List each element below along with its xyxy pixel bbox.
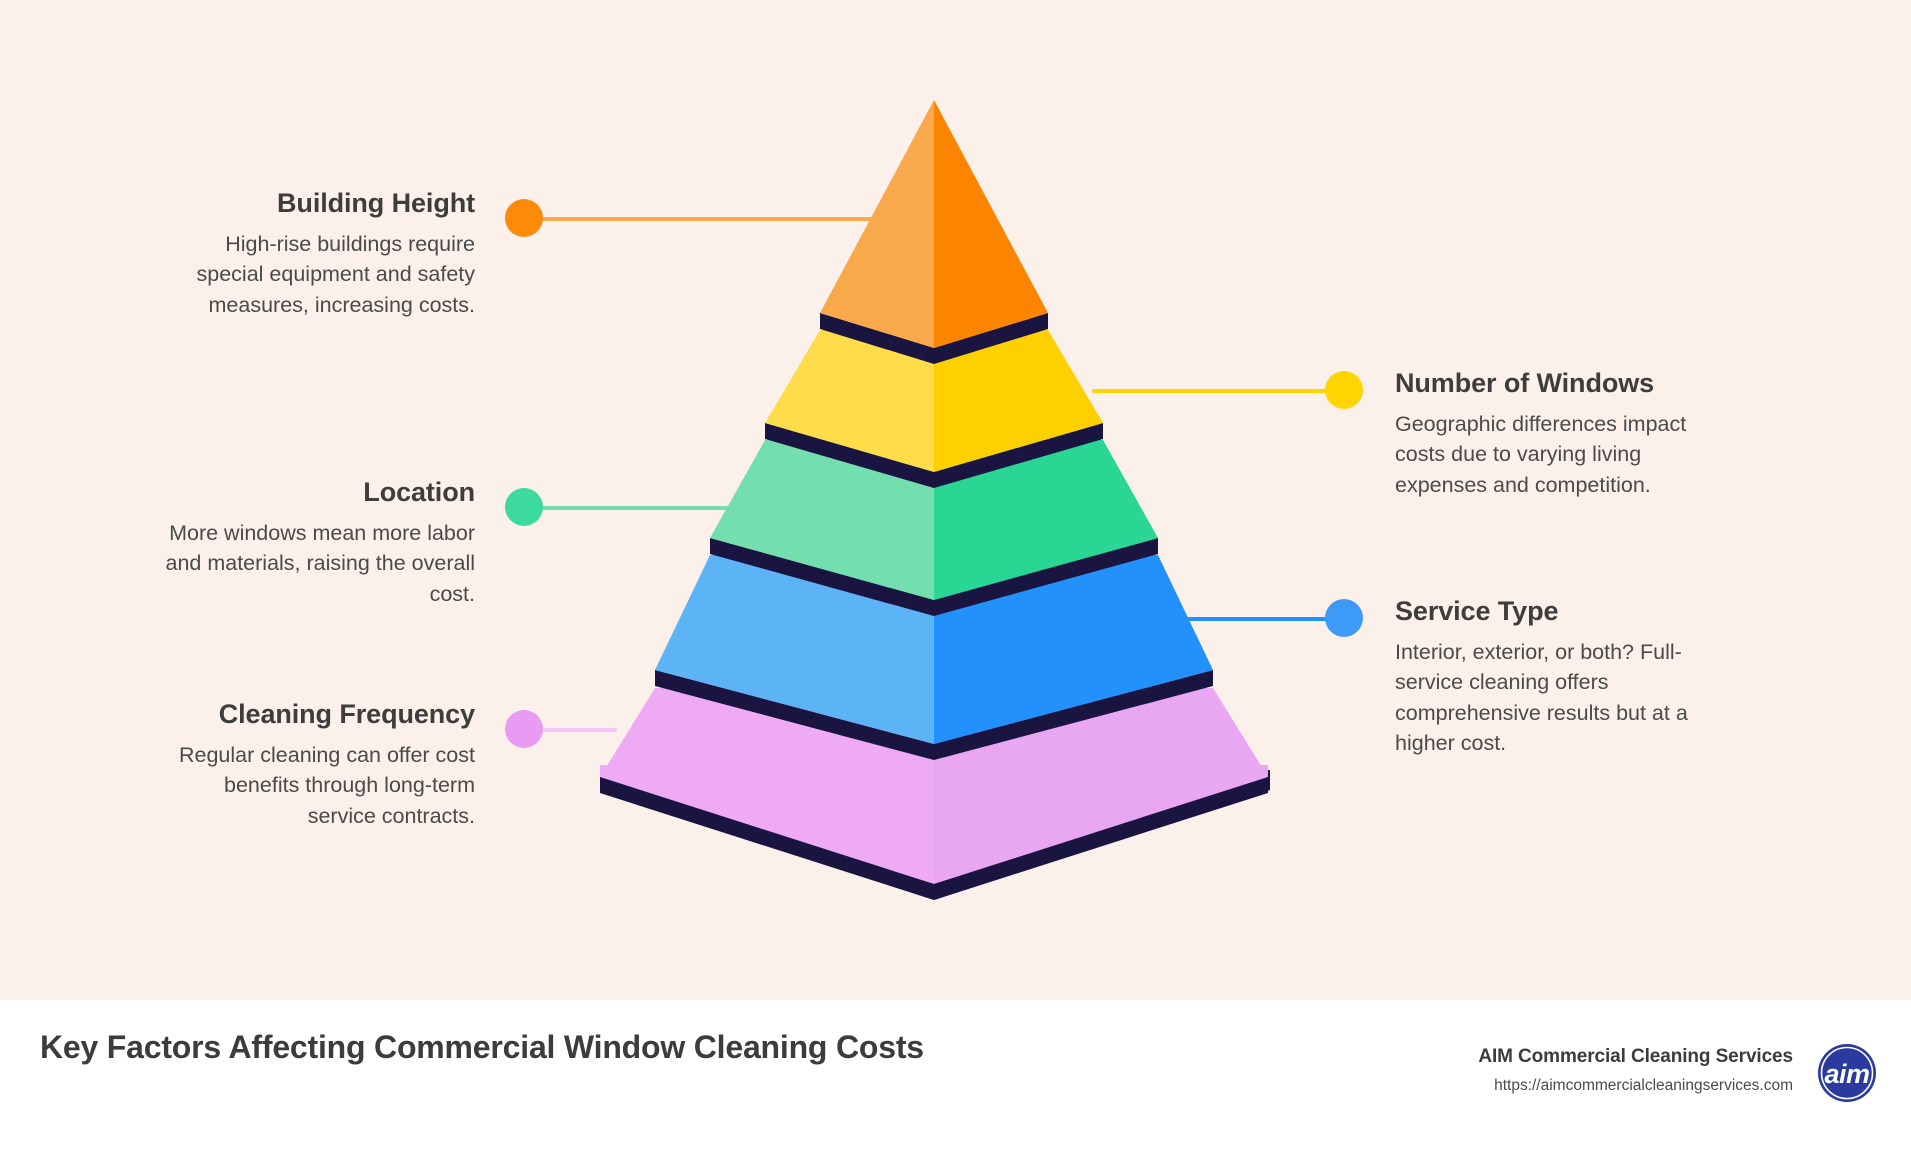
connector-dot-cleaning-frequency[interactable] [505, 710, 543, 748]
tier-yellow-left-face [765, 330, 934, 472]
separator-1b [934, 313, 1048, 364]
callout-title-number-of-windows: Number of Windows [1395, 368, 1655, 398]
separator-1 [820, 313, 934, 364]
connector-line-cleaning-frequency [531, 728, 617, 732]
page-title: Key Factors Affecting Commercial Window … [40, 1029, 924, 1065]
callout-description-building-height: High-rise buildings require special equi… [196, 231, 475, 317]
callout-number-of-windows: Number of Windows Geographic differences… [1395, 368, 1705, 500]
callout-location: Location More windows mean more labor an… [165, 477, 475, 609]
brand-block: AIM Commercial Cleaning Services https:/… [1363, 1045, 1793, 1097]
tier-blue-right-face [934, 555, 1213, 744]
svg-text:aim: aim [1824, 1059, 1869, 1089]
pyramid-tier-number-of-windows [765, 330, 1103, 472]
pyramid-canvas: Building Height High-rise buildings requ… [0, 0, 1911, 1000]
callout-building-height: Building Height High-rise buildings requ… [165, 188, 476, 320]
callout-description-service-type: Interior, exterior, or both? Full-servic… [1395, 639, 1688, 756]
callout-description-number-of-windows: Geographic differences impact costs due … [1395, 411, 1687, 497]
tier-green-right-face [934, 440, 1158, 600]
separator-2 [765, 423, 934, 488]
footer-bar: Key Factors Affecting Commercial Window … [0, 1000, 1911, 1160]
connector-dot-building-height[interactable] [505, 199, 543, 237]
separator-3b [934, 538, 1158, 616]
brand-url[interactable]: https://aimcommercialcleaningservices.co… [1494, 1076, 1793, 1094]
tier-blue-left-face [655, 555, 934, 744]
tier-yellow-right-face [934, 330, 1103, 472]
connector-line-building-height [531, 217, 885, 221]
callout-cleaning-frequency: Cleaning Frequency Regular cleaning can … [165, 699, 475, 831]
pyramid-tier-location [710, 440, 1158, 600]
separator-3 [710, 538, 934, 616]
tier-apex-right-face [934, 100, 1048, 348]
callout-title-cleaning-frequency: Cleaning Frequency [218, 699, 475, 729]
pyramid-tier-service-type [655, 555, 1213, 744]
separator-4b [934, 670, 1213, 760]
tier-apex-left-face [820, 100, 934, 348]
brand-name: AIM Commercial Cleaning Services [1478, 1046, 1793, 1067]
connector-dot-location[interactable] [505, 488, 543, 526]
connector-dot-number-of-windows[interactable] [1325, 371, 1363, 409]
pyramid-diagram [600, 100, 1270, 900]
pyramid-tier-building-height [820, 100, 1048, 348]
callout-title-location: Location [363, 477, 475, 507]
callout-title-service-type: Service Type [1395, 596, 1559, 626]
callout-service-type: Service Type Interior, exterior, or both… [1395, 596, 1705, 759]
connector-dot-service-type[interactable] [1325, 599, 1363, 637]
separator-4 [655, 670, 934, 760]
callout-description-cleaning-frequency: Regular cleaning can offer cost benefits… [178, 742, 475, 828]
connector-line-number-of-windows [1092, 389, 1338, 393]
tier-green-left-face [710, 440, 934, 600]
separator-2b [934, 423, 1103, 488]
callout-description-location: More windows mean more labor and materia… [165, 520, 475, 606]
connector-line-service-type [1182, 617, 1338, 621]
callout-title-building-height: Building Height [277, 188, 475, 218]
connector-line-location [531, 506, 746, 510]
aim-logo-icon[interactable]: aim [1815, 1041, 1879, 1105]
